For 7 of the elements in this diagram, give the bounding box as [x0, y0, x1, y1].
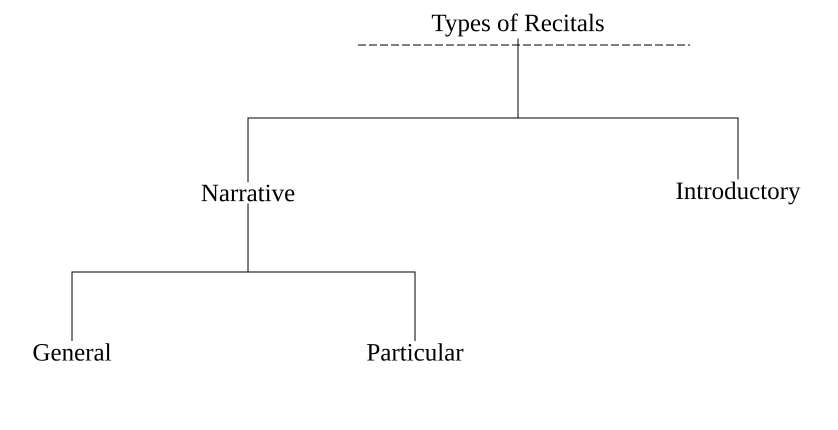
- node-label: Introductory: [676, 182, 800, 204]
- connector-line: [248, 203, 416, 342]
- node-label: Narrative: [202, 184, 294, 202]
- connector-line: [518, 38, 738, 180]
- node-label: Particular: [367, 343, 464, 361]
- node-label: General: [33, 343, 112, 361]
- node-label: Types of Recitals: [432, 14, 604, 36]
